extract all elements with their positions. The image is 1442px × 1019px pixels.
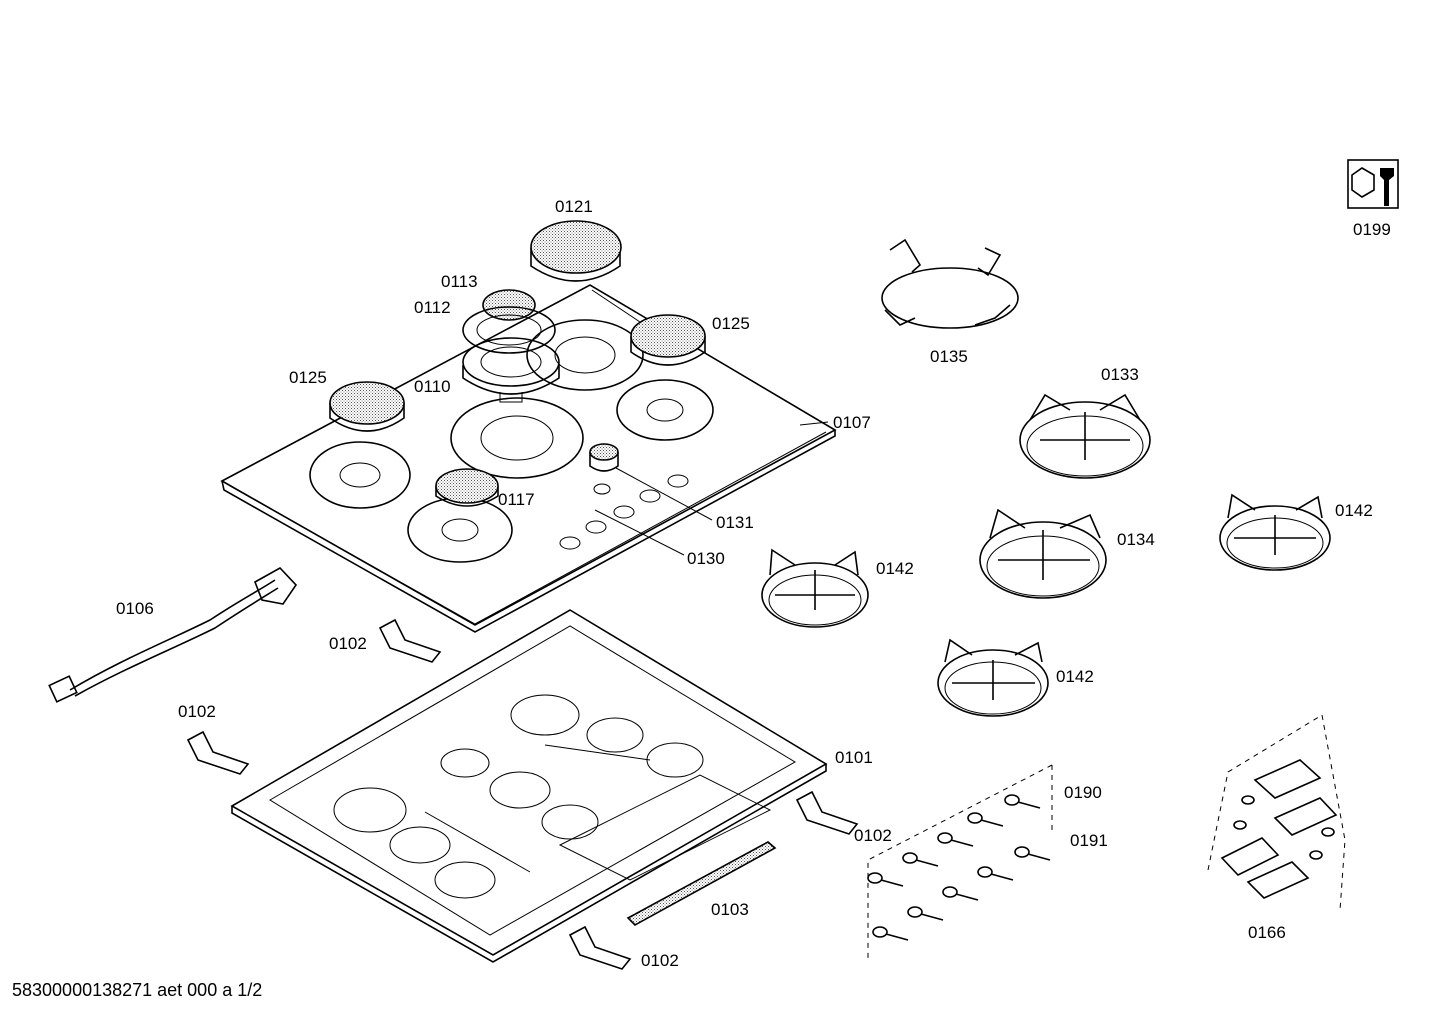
label-0110: 0110 <box>414 377 451 396</box>
installation-kit <box>1207 714 1346 911</box>
label-0121: 0121 <box>555 197 593 216</box>
leader-lines <box>591 289 829 556</box>
mounting-clip-1 <box>378 618 442 663</box>
label-0106: 0106 <box>116 599 154 618</box>
label-0101: 0101 <box>835 748 873 767</box>
label-0190: 0190 <box>1064 783 1102 802</box>
wok-ring-support <box>881 238 1019 329</box>
label-0125-right: 0125 <box>712 314 750 333</box>
label-0117: 0117 <box>498 490 535 509</box>
label-0125-left: 0125 <box>289 368 327 387</box>
label-0130: 0130 <box>687 549 725 568</box>
label-0107: 0107 <box>833 413 871 432</box>
pan-support-0142-a <box>761 548 869 628</box>
pan-support-0133 <box>1019 393 1151 479</box>
label-0142-lower: 0142 <box>1056 667 1094 686</box>
label-0102-bottom: 0102 <box>641 951 679 970</box>
mounting-clip-3 <box>795 790 859 835</box>
pan-support-0134 <box>979 508 1107 599</box>
cooktop-plate <box>220 284 837 633</box>
bottom-housing <box>230 609 828 963</box>
label-0199: 0199 <box>1353 220 1391 239</box>
power-cord <box>48 566 298 703</box>
label-0133: 0133 <box>1101 365 1139 384</box>
burner-cap-large <box>530 220 622 282</box>
label-0113: 0113 <box>441 272 478 291</box>
label-0142-right: 0142 <box>1335 501 1373 520</box>
label-0135: 0135 <box>930 347 968 366</box>
burner-cap-medium-right <box>630 314 706 366</box>
label-0102-left: 0102 <box>178 702 216 721</box>
seal-strip <box>626 841 777 926</box>
document-footer: 58300000138271 aet 000 a 1/2 <box>12 980 263 1000</box>
control-knob <box>589 443 619 472</box>
label-0131: 0131 <box>716 513 754 532</box>
screw-set <box>867 764 1053 962</box>
label-0103: 0103 <box>711 900 749 919</box>
mounting-clip-4 <box>568 925 632 970</box>
pan-support-0142-c <box>1219 493 1331 571</box>
label-0134: 0134 <box>1117 530 1155 549</box>
wok-burner-assembly <box>462 289 560 403</box>
label-0102-top: 0102 <box>329 634 367 653</box>
mounting-clip-2 <box>186 730 250 775</box>
wrench-icon <box>1347 159 1399 209</box>
pan-support-0142-b <box>937 638 1049 717</box>
burner-cap-small <box>435 468 499 507</box>
label-0166: 0166 <box>1248 923 1286 942</box>
label-0102-right: 0102 <box>854 826 892 845</box>
label-0191: 0191 <box>1070 831 1108 850</box>
label-0112: 0112 <box>414 298 451 317</box>
burner-cap-medium-left <box>329 381 405 432</box>
label-0142-middle: 0142 <box>876 559 914 578</box>
